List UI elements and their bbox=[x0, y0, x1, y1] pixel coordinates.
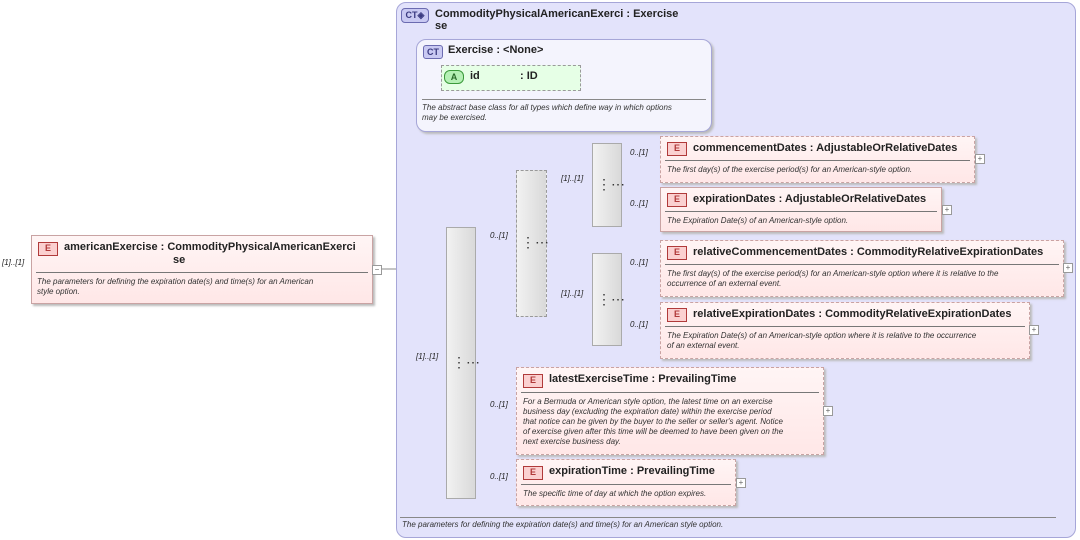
base-type-type: : <None> bbox=[496, 44, 544, 56]
element-name: commencementDates bbox=[693, 142, 807, 154]
element-type: : CommodityRelativeExpirationDates bbox=[818, 308, 1012, 320]
upper-seq-mult: [1]..[1] bbox=[561, 174, 584, 183]
element-relativeCommencementDates[interactable]: E relativeCommencementDates : CommodityR… bbox=[660, 240, 1064, 297]
base-type-doc-1: The abstract base class for all types wh… bbox=[422, 103, 672, 112]
element-doc: The first day(s) of the exercise period(… bbox=[667, 165, 913, 174]
element-name: latestExerciseTime bbox=[549, 373, 649, 385]
choice-icon: ⋮⋯ bbox=[521, 234, 549, 250]
root-type: : CommodityPhysicalAmericanExerci bbox=[160, 241, 356, 253]
attribute-name: id bbox=[470, 70, 480, 82]
complex-type-base: : Exercise bbox=[626, 8, 679, 20]
complex-type-name-cont: se bbox=[435, 20, 448, 32]
element-type: : CommodityRelativeExpirationDates bbox=[850, 246, 1044, 258]
element-expirationTime[interactable]: E expirationTime : PrevailingTime The sp… bbox=[516, 459, 736, 506]
ct-badge: CT bbox=[423, 45, 443, 59]
expand-toggle[interactable]: + bbox=[942, 205, 952, 215]
element-type: : PrevailingTime bbox=[651, 373, 737, 385]
element-name: relativeCommencementDates bbox=[693, 246, 848, 258]
base-type-box[interactable]: CT Exercise : <None> A id : ID The abstr… bbox=[416, 39, 712, 132]
root-multiplicity: [1]..[1] bbox=[2, 258, 25, 267]
sequence-icon: ⋮⋯ bbox=[452, 354, 480, 370]
expand-toggle[interactable]: + bbox=[1063, 263, 1073, 273]
upper-sequence[interactable] bbox=[592, 143, 622, 227]
element-mult: 0..[1] bbox=[490, 472, 508, 481]
expand-toggle[interactable]: + bbox=[736, 478, 746, 488]
attribute-type: : ID bbox=[520, 70, 538, 82]
complex-type-name: CommodityPhysicalAmericanExerci bbox=[435, 8, 624, 20]
choice-mult: 0..[1] bbox=[490, 231, 508, 240]
element-doc: The first day(s) of the exercise period(… bbox=[667, 269, 999, 278]
element-doc: that notice can be given by the buyer to… bbox=[523, 417, 783, 426]
element-doc: occurrence of an external event. bbox=[667, 279, 782, 288]
complex-type-doc: The parameters for defining the expirati… bbox=[402, 520, 724, 529]
expand-toggle[interactable]: + bbox=[1029, 325, 1039, 335]
element-type: : AdjustableOrRelativeDates bbox=[809, 142, 958, 154]
main-sequence[interactable] bbox=[446, 227, 476, 499]
root-name: americanExercise bbox=[64, 241, 158, 253]
element-type: : AdjustableOrRelativeDates bbox=[778, 193, 927, 205]
element-relativeExpirationDates[interactable]: E relativeExpirationDates : CommodityRel… bbox=[660, 302, 1030, 359]
expand-toggle[interactable]: + bbox=[975, 154, 985, 164]
sequence-icon: ⋮⋯ bbox=[597, 176, 625, 192]
element-mult: 0..[1] bbox=[630, 320, 648, 329]
expand-toggle[interactable]: + bbox=[823, 406, 833, 416]
element-expirationDates[interactable]: E expirationDates : AdjustableOrRelative… bbox=[660, 187, 942, 232]
element-badge: E bbox=[38, 242, 58, 256]
main-sequence-mult: [1]..[1] bbox=[416, 352, 439, 361]
element-badge: E bbox=[667, 193, 687, 207]
root-doc-2: style option. bbox=[37, 287, 80, 296]
element-name: expirationTime bbox=[549, 465, 628, 477]
lower-sequence[interactable] bbox=[592, 253, 622, 346]
root-type-cont: se bbox=[173, 254, 186, 266]
element-badge: E bbox=[523, 374, 543, 388]
attribute-id[interactable]: A id : ID bbox=[441, 65, 581, 91]
element-mult: 0..[1] bbox=[630, 258, 648, 267]
element-doc: For a Bermuda or American style option, … bbox=[523, 397, 773, 406]
element-badge: E bbox=[667, 246, 687, 260]
base-type-name: Exercise bbox=[448, 44, 494, 56]
choice-compositor[interactable] bbox=[516, 170, 547, 317]
element-mult: 0..[1] bbox=[630, 199, 648, 208]
element-doc: The specific time of day at which the op… bbox=[523, 489, 707, 498]
element-doc: of exercise given after this time will b… bbox=[523, 427, 784, 436]
complex-type-badge-icon: CT◈ bbox=[401, 8, 429, 23]
root-doc-1: The parameters for defining the expirati… bbox=[37, 277, 314, 286]
element-badge: E bbox=[667, 308, 687, 322]
base-type-doc-2: may be exercised. bbox=[422, 113, 487, 122]
attribute-badge: A bbox=[444, 70, 464, 84]
element-doc: business day (excluding the expiration d… bbox=[523, 407, 772, 416]
element-doc: next exercise business day. bbox=[523, 437, 621, 446]
element-doc: The Expiration Date(s) of an American-st… bbox=[667, 216, 849, 225]
lower-seq-mult: [1]..[1] bbox=[561, 289, 584, 298]
element-badge: E bbox=[523, 466, 543, 480]
element-doc: The Expiration Date(s) of an American-st… bbox=[667, 331, 977, 340]
element-mult: 0..[1] bbox=[490, 400, 508, 409]
element-name: expirationDates bbox=[693, 193, 776, 205]
element-badge: E bbox=[667, 142, 687, 156]
sequence-icon: ⋮⋯ bbox=[597, 291, 625, 307]
element-doc: of an external event. bbox=[667, 341, 740, 350]
root-element[interactable]: E americanExercise : CommodityPhysicalAm… bbox=[31, 235, 373, 304]
element-latestExerciseTime[interactable]: E latestExerciseTime : PrevailingTime Fo… bbox=[516, 367, 824, 455]
element-type: : PrevailingTime bbox=[630, 465, 715, 477]
element-commencementDates[interactable]: E commencementDates : AdjustableOrRelati… bbox=[660, 136, 975, 183]
element-mult: 0..[1] bbox=[630, 148, 648, 157]
element-name: relativeExpirationDates bbox=[693, 308, 816, 320]
collapse-toggle[interactable]: − bbox=[372, 265, 382, 275]
